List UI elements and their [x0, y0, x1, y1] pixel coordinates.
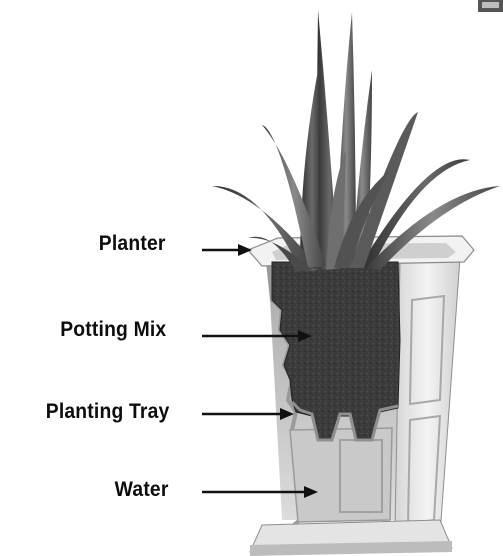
right-arrow-icon [238, 244, 252, 256]
plant [212, 10, 500, 272]
arrow-planter [202, 244, 252, 256]
label-potting-mix: Potting Mix [60, 318, 166, 342]
label-water: Water [115, 478, 169, 502]
label-planting-tray: Planting Tray [45, 400, 169, 424]
label-planter: Planter [99, 232, 166, 256]
corner-fragment-highlight [482, 2, 499, 8]
arrow-planting-tray [202, 408, 294, 420]
planter-right-wall [395, 258, 460, 535]
